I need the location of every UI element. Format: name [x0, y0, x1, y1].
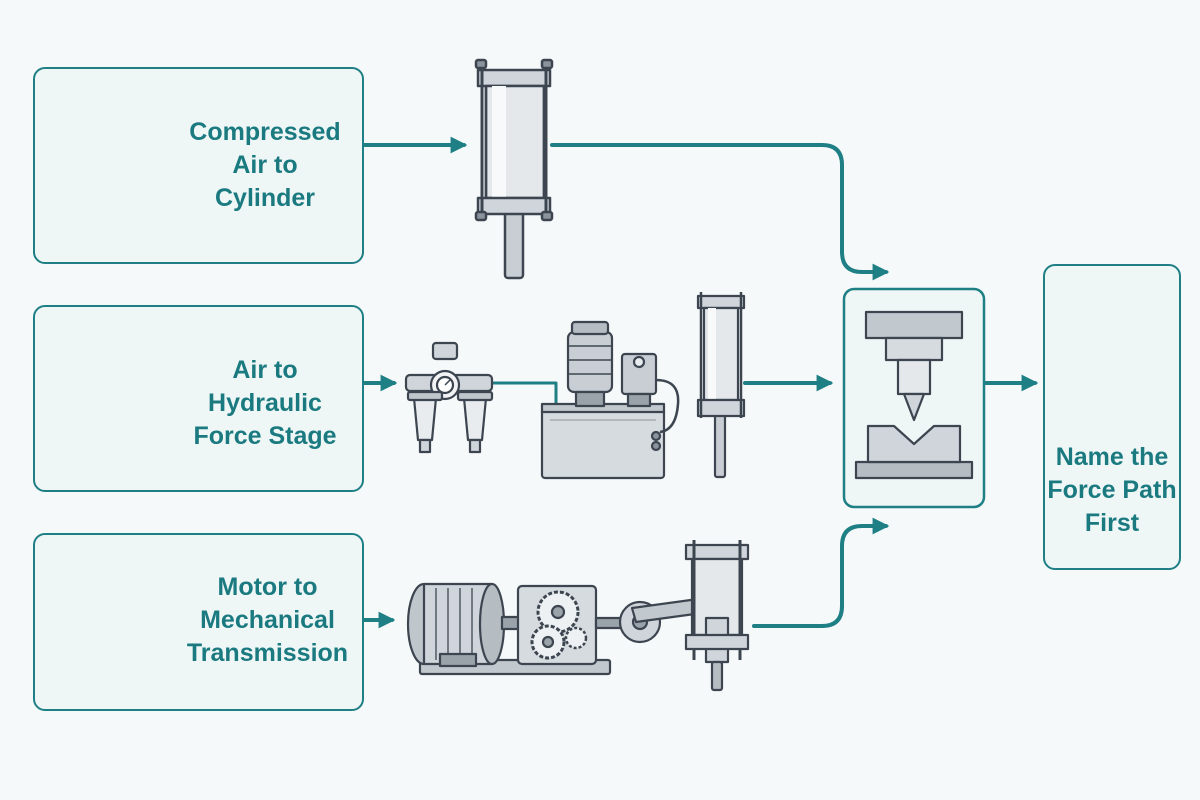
outcome-label-line: First: [1084, 508, 1140, 537]
outcome-label-line: Name the: [1055, 442, 1169, 471]
source-label-line: Air to: [232, 150, 298, 179]
source-label-line: Force Stage: [193, 421, 337, 450]
hydraulic-power-unit: [540, 320, 680, 480]
source-box-motor-mechanical: [33, 533, 364, 711]
press-die-icon: [854, 310, 974, 480]
electric-motor: [406, 582, 612, 676]
source-label-line: Compressed: [189, 117, 341, 146]
line-filter-to-hpu: [488, 381, 558, 407]
source-box-air-hydraulic: [33, 305, 364, 492]
mechanical-press-ram: [684, 540, 750, 692]
source-label-line: Mechanical: [200, 605, 335, 634]
source-box-compressed-air: [33, 67, 364, 264]
source-label-line: Air to: [232, 355, 298, 384]
source-label-line: Motor to: [217, 572, 318, 601]
hydraulic-cylinder: [696, 292, 746, 479]
arrow-ram-to-press: [752, 517, 890, 628]
source-label-line: Transmission: [186, 638, 349, 667]
source-label-motor-mechanical: Motor to Mechanical Transmission: [180, 565, 355, 675]
pneumatic-cylinder: [474, 58, 554, 280]
connectors: [362, 136, 1039, 629]
outcome-label: Name the Force Path First: [1047, 440, 1177, 540]
air-filter-regulator: [404, 341, 494, 454]
source-label-line: Cylinder: [214, 183, 316, 212]
arrow-cylinder-to-press: [550, 143, 890, 281]
source-label-line: Hydraulic: [208, 388, 322, 417]
source-label-air-hydraulic: Air to Hydraulic Force Stage: [180, 348, 350, 458]
gearbox: [516, 584, 628, 666]
outcome-label-line: Force Path: [1047, 475, 1177, 504]
outcome-box: [1043, 264, 1181, 570]
source-label-compressed-air: Compressed Air to Cylinder: [180, 110, 350, 220]
